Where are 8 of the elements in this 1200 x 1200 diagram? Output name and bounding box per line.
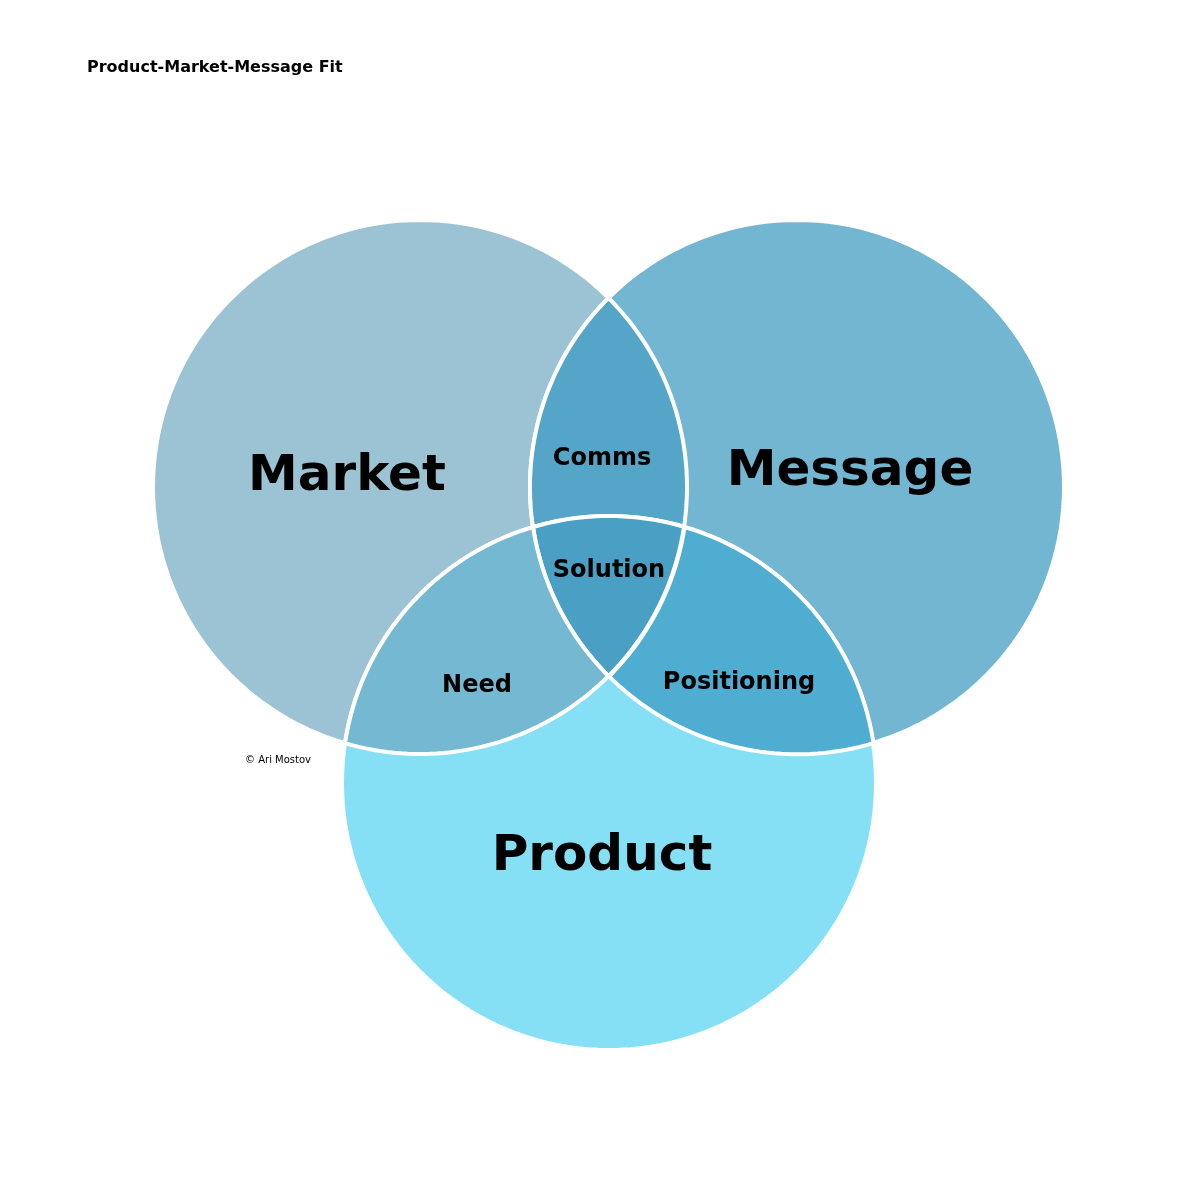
region-label: Product	[491, 824, 713, 882]
region-label: Need	[442, 670, 512, 698]
region-label: Positioning	[662, 667, 816, 695]
region-label: Solution	[552, 555, 666, 583]
region-label: Comms	[552, 443, 652, 471]
region-label: Message	[726, 439, 974, 497]
region-label: Market	[248, 444, 446, 502]
diagram-title: Product-Market-Message Fit	[87, 57, 343, 76]
